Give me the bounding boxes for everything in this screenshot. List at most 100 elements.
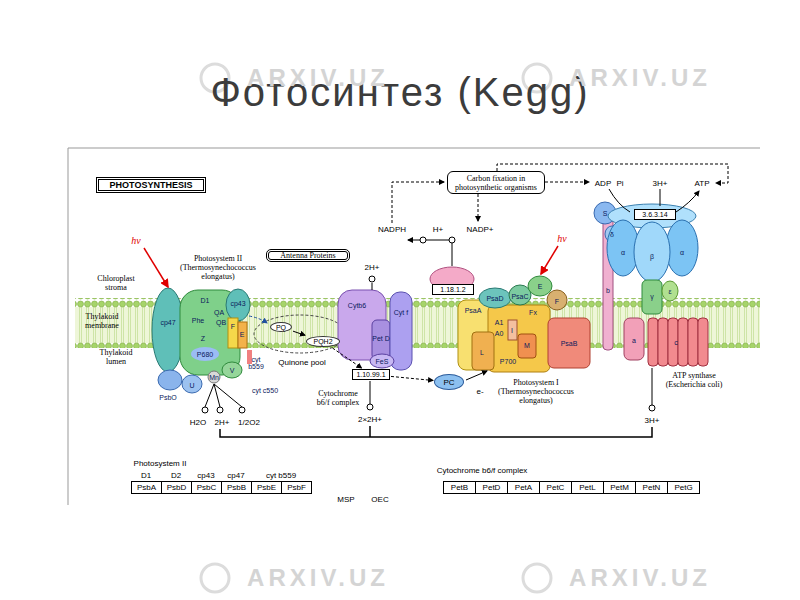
subunit-label: I	[511, 327, 513, 334]
compound-name: 2H+	[365, 263, 380, 272]
subunit-label: FeS	[376, 358, 389, 365]
table-cell: PetB	[443, 481, 476, 494]
node-text: PHOTOSYNTHESIS	[110, 180, 193, 190]
light-arrow	[144, 248, 168, 287]
watermark: ARXIV.UZ	[569, 64, 711, 92]
electron-flow-arrow	[332, 348, 361, 368]
psbe-subunit	[238, 322, 247, 348]
compound-dot	[367, 404, 373, 410]
subunit-label: F	[555, 298, 559, 305]
p680-center	[191, 347, 219, 361]
compound-dot	[239, 407, 245, 413]
subunit-label: P680	[197, 351, 213, 358]
subunit-label: Pet D	[372, 335, 390, 342]
reaction-arrow	[676, 191, 699, 212]
proton-line	[652, 368, 653, 405]
light-label: hν	[557, 233, 566, 244]
compound-oval: PQ	[270, 322, 292, 332]
psal-subunit	[472, 332, 494, 370]
subunit-label: PsaA	[465, 307, 482, 314]
psad-subunit	[479, 288, 511, 308]
table-cell: PetC	[539, 481, 572, 494]
compound-name: Pi	[616, 179, 623, 188]
alpha-subunit	[666, 220, 698, 276]
region-label: Thylakoid lumen	[90, 348, 142, 366]
epsilon-subunit	[662, 281, 678, 301]
panel-border	[68, 148, 760, 149]
watermark: ARXIV.UZ	[247, 64, 389, 92]
node-text: Antenna Proteins	[280, 251, 335, 260]
compound-dot	[369, 276, 375, 282]
table-header: D1	[141, 471, 151, 480]
node-text: PC	[443, 378, 454, 387]
electron-flow-arrow	[293, 331, 305, 335]
compound-name: NADP+	[467, 225, 494, 234]
c-ring	[668, 318, 678, 366]
cytochrome-b6f	[338, 290, 412, 370]
protein-oval: PC	[434, 374, 464, 390]
psbf-subunit	[228, 318, 238, 348]
table-header: MSP	[337, 495, 354, 504]
water-line	[214, 384, 242, 407]
region-label: Chloroplast stroma	[90, 274, 142, 292]
subunit-label: PsbO	[159, 394, 177, 401]
compound-dot	[217, 407, 223, 413]
pathway-link	[392, 182, 444, 223]
subunit-label: b	[606, 287, 610, 294]
subunit-label: cp43	[230, 300, 245, 307]
subunit-label: Cyt f	[394, 309, 408, 316]
compound-name: ATP	[695, 179, 710, 188]
enzyme-box: 1.10.99.1	[352, 369, 390, 380]
subunit-label: α	[680, 249, 684, 256]
psac-subunit	[509, 285, 531, 305]
psai-subunit	[508, 320, 517, 340]
subunit-label: V	[230, 367, 235, 374]
panel-border	[68, 148, 69, 505]
region-label: Quinone pool	[278, 358, 326, 367]
table-header: cyt b559	[266, 471, 296, 480]
subunit-label: Z	[201, 335, 205, 342]
c-ring	[658, 318, 668, 366]
subunit-label: PsaB	[561, 340, 578, 347]
table-cell: PsbA	[131, 481, 162, 494]
subunit-label: M	[524, 342, 530, 349]
beta-subunit	[634, 222, 670, 282]
watermark-icon	[523, 564, 551, 592]
subunit-label: cyt c550	[252, 387, 278, 394]
water-line	[214, 384, 220, 407]
reaction-line	[452, 243, 453, 266]
pathway-link	[545, 182, 589, 183]
fes-subunit	[370, 354, 394, 368]
photosystem-i	[430, 267, 590, 372]
node-text: 1.18.1.2	[440, 286, 465, 293]
psbv-subunit	[222, 362, 242, 378]
reaction-line	[609, 189, 630, 212]
table-cell: PsbD	[161, 481, 192, 494]
table-title: Cytochrome b6/f complex	[437, 466, 528, 475]
subunit-label: U	[189, 382, 194, 389]
table-cell: PetA	[507, 481, 540, 494]
subunit-label: a	[632, 337, 636, 344]
subunit-label: A1	[495, 319, 504, 326]
subunit-label: D1	[201, 297, 210, 304]
subunit-label: γ	[650, 293, 654, 300]
subunit-label: Fx	[529, 309, 537, 316]
subunit-label: cyt b559	[245, 356, 267, 370]
pathway-link	[478, 194, 479, 221]
compound-name: e-	[476, 387, 483, 396]
subunit-label: cp47	[160, 319, 175, 326]
proton-line	[370, 381, 371, 404]
pathway-link-box: Carbon fixation in photosynthetic organi…	[447, 171, 545, 194]
psab-subunit	[548, 318, 590, 368]
psbo-subunit	[158, 370, 182, 390]
subunit-label: A0	[495, 330, 504, 337]
table-cell: PsbE	[251, 481, 282, 494]
compound-name: 2×2H+	[358, 415, 382, 424]
c-ring	[688, 318, 698, 366]
mn-cluster	[208, 371, 220, 383]
proton-line	[220, 427, 652, 437]
subunit-label: L	[480, 349, 484, 356]
electron-flow-arrow	[391, 376, 433, 380]
subunit-label: δ	[610, 231, 614, 238]
